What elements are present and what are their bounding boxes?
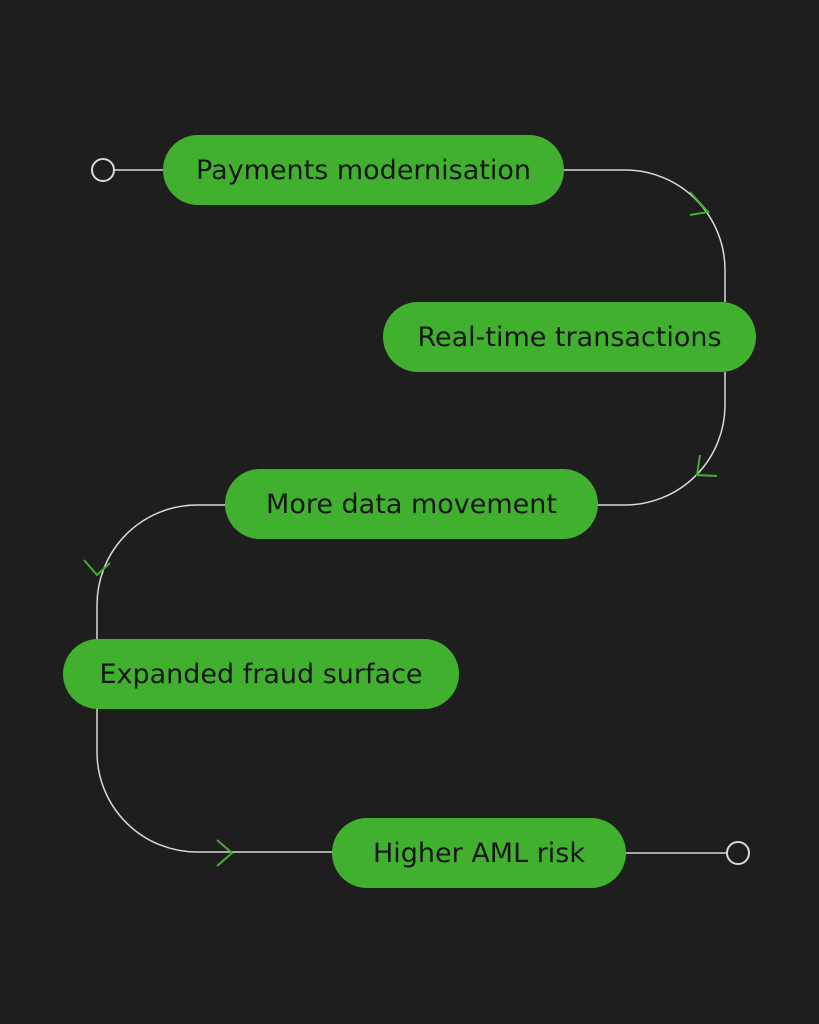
connector-4-5 bbox=[96, 708, 333, 853]
connector-2-3 bbox=[596, 372, 726, 506]
step-higher-aml-risk: Higher AML risk bbox=[332, 818, 626, 888]
arrow-right-icon bbox=[216, 839, 234, 867]
start-node-icon bbox=[91, 158, 115, 182]
step-expanded-fraud-surface: Expanded fraud surface bbox=[63, 639, 459, 709]
arrow-down-left-icon bbox=[695, 454, 718, 477]
connector-1-2 bbox=[563, 169, 726, 302]
arrow-right-icon bbox=[689, 191, 710, 216]
step-payments-modernisation: Payments modernisation bbox=[163, 135, 564, 205]
arrow-down-icon bbox=[83, 559, 111, 577]
connector-3-4 bbox=[96, 504, 227, 640]
step-real-time-transactions: Real-time transactions bbox=[383, 302, 756, 372]
step-more-data-movement: More data movement bbox=[225, 469, 598, 539]
end-node-icon bbox=[726, 841, 750, 865]
